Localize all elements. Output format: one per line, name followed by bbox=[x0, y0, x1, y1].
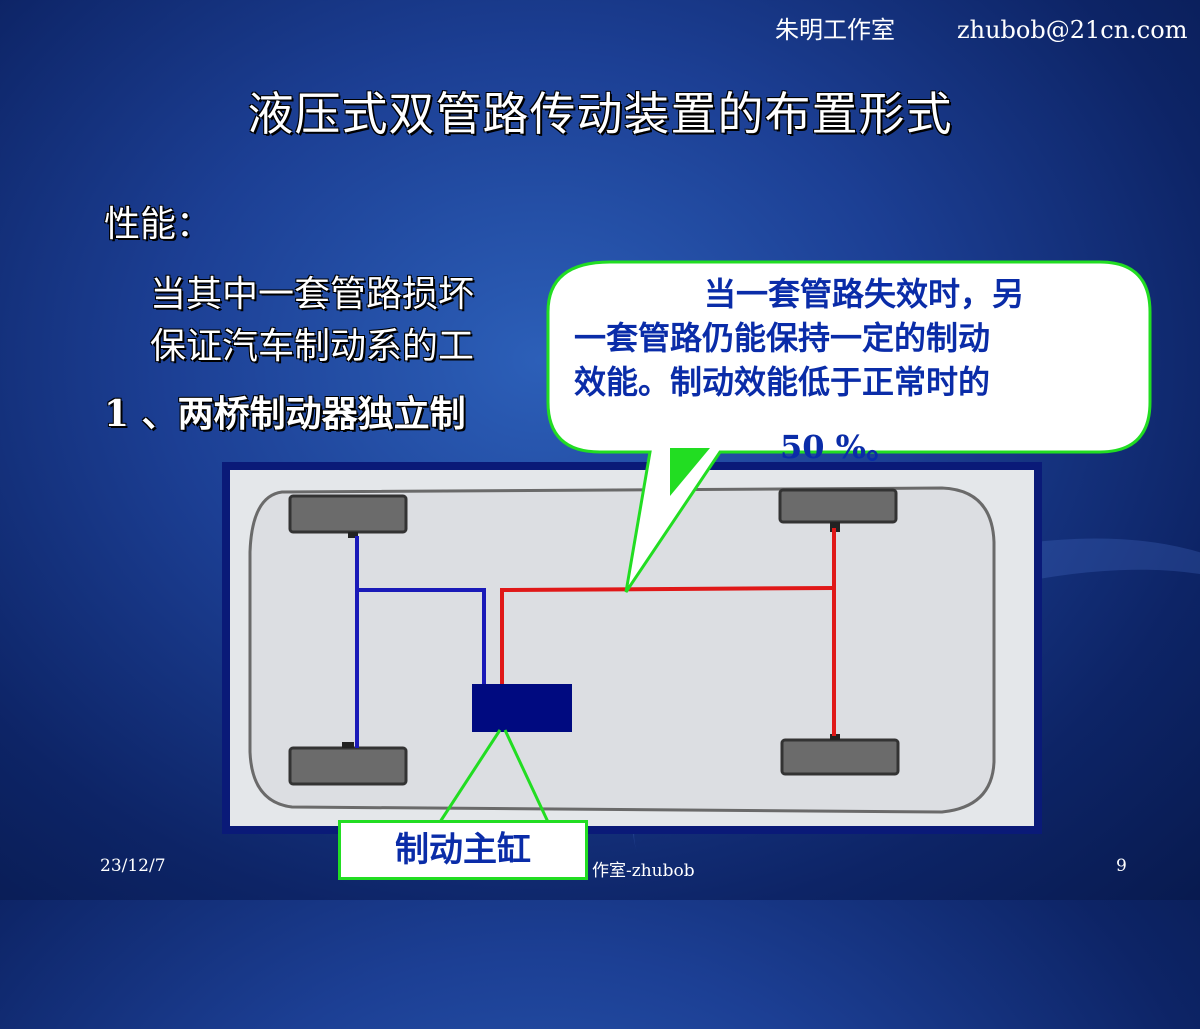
brake-layout-diagram bbox=[222, 462, 1042, 834]
front-left-wheel bbox=[288, 494, 408, 534]
footer-page-number: 9 bbox=[1116, 856, 1127, 876]
front-right-wheel bbox=[288, 746, 408, 786]
rear-right-brake-mount bbox=[830, 734, 840, 740]
rear-right-wheel bbox=[780, 738, 900, 776]
body-line-2: 当其中一套管路损坏 bbox=[150, 274, 475, 315]
callout-line-1: 当一套管路失效时，另 bbox=[704, 275, 1025, 313]
body-line-performance: 性能： bbox=[104, 204, 213, 245]
front-right-brake-mount bbox=[342, 742, 354, 748]
front-circuit-line bbox=[357, 588, 486, 688]
callout-line-4: 50 %。 bbox=[780, 428, 899, 466]
slide-title: 液压式双管路传动装置的布置形式 bbox=[247, 87, 953, 141]
callout-text: 当一套管路失效时，另 一套管路仍能保持一定的制动 效能。制动效能低于正常时的 bbox=[574, 272, 1114, 404]
body-line-4: 1 、两桥制动器独立制 bbox=[104, 393, 466, 435]
slide-header: 朱明工作室 zhubob@21cn.com bbox=[775, 10, 1200, 45]
body-line-3: 保证汽车制动系的工 bbox=[150, 326, 475, 367]
master-cylinder bbox=[472, 684, 572, 732]
master-cylinder-label: 制动主缸 bbox=[338, 820, 588, 880]
rear-left-wheel bbox=[778, 488, 898, 524]
footer-date: 23/12/7 bbox=[100, 856, 166, 876]
footer-center-text: 作室-zhubob bbox=[592, 861, 695, 881]
callout-line-2: 一套管路仍能保持一定的制动 bbox=[574, 319, 991, 357]
studio-name: 朱明工作室 bbox=[775, 16, 895, 44]
front-left-brake-mount bbox=[348, 532, 358, 538]
brake-diagram-svg bbox=[230, 470, 1034, 826]
studio-email: zhubob@21cn.com bbox=[957, 16, 1188, 44]
callout-line-3: 效能。制动效能低于正常时的 bbox=[574, 363, 991, 401]
